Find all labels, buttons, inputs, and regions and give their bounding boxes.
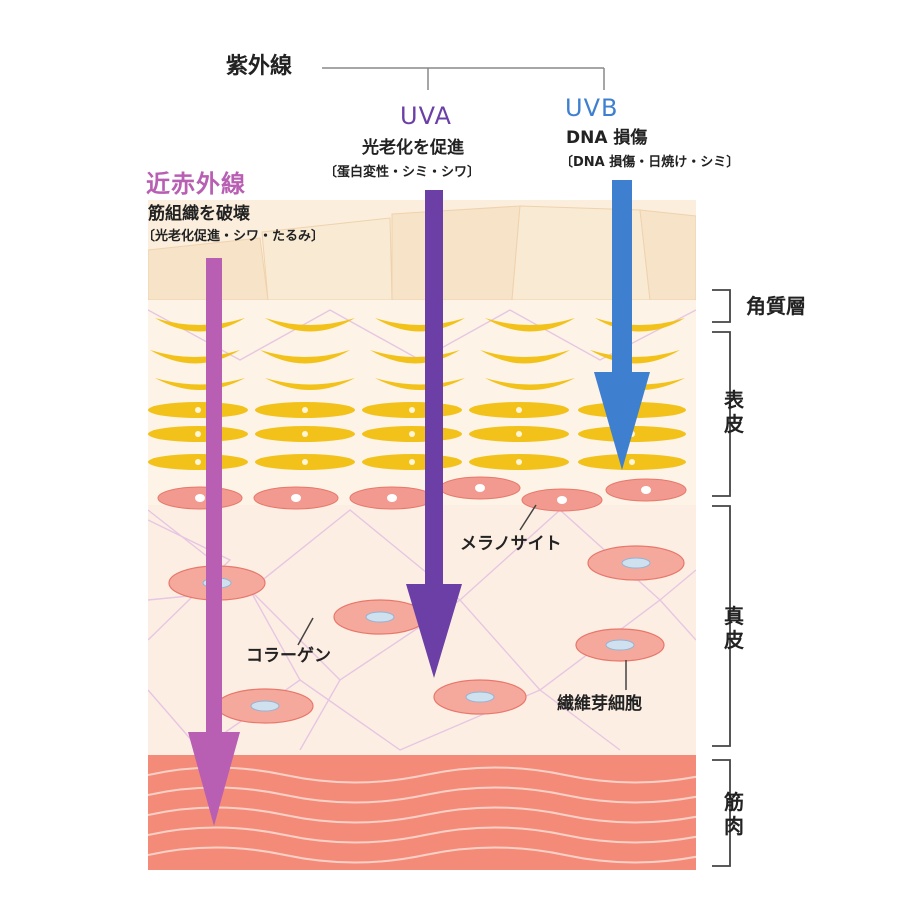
uv-label: 紫外線 xyxy=(226,54,293,79)
stratum-sheet xyxy=(639,209,696,301)
nir-effect: 筋組織を破壊 xyxy=(148,204,250,224)
epidermis-label: 表皮 xyxy=(724,388,744,436)
nir-detail: 〔光老化促進・シワ・たるみ〕 xyxy=(142,229,325,244)
collagen-label: コラーゲン xyxy=(246,646,331,666)
pointer-lines xyxy=(297,504,627,690)
layer-brackets xyxy=(712,289,731,867)
uvb-detail: 〔DNA 損傷・日焼け・シミ〕 xyxy=(560,155,740,170)
uva-arrow xyxy=(406,190,462,678)
uvb-label: UVB xyxy=(565,94,619,122)
muscle-fibers xyxy=(148,766,696,864)
nir-label: 近赤外線 xyxy=(146,170,246,198)
uvb-arrow xyxy=(594,180,650,470)
dermis-label: 真皮 xyxy=(724,604,744,652)
uv-bracket xyxy=(322,67,605,90)
uvb-effect: DNA 損傷 xyxy=(566,128,648,148)
fibroblast-label: 繊維芽細胞 xyxy=(557,694,642,714)
stratum-sheet xyxy=(391,205,521,301)
muscle-label: 筋肉 xyxy=(724,790,744,838)
nir-arrow xyxy=(188,258,240,826)
muscle-layer xyxy=(148,755,696,870)
keratinocyte-cells xyxy=(148,402,686,470)
uva-detail: 〔蛋白変性・シミ・シワ〕 xyxy=(324,165,481,180)
uva-label: UVA xyxy=(400,102,452,130)
stratum-corneum-label: 角質層 xyxy=(746,294,806,318)
uva-effect: 光老化を促進 xyxy=(362,138,464,158)
melanocyte-label: メラノサイト xyxy=(460,534,562,554)
basal-cells xyxy=(157,476,687,512)
fibroblast-cells xyxy=(168,545,685,724)
